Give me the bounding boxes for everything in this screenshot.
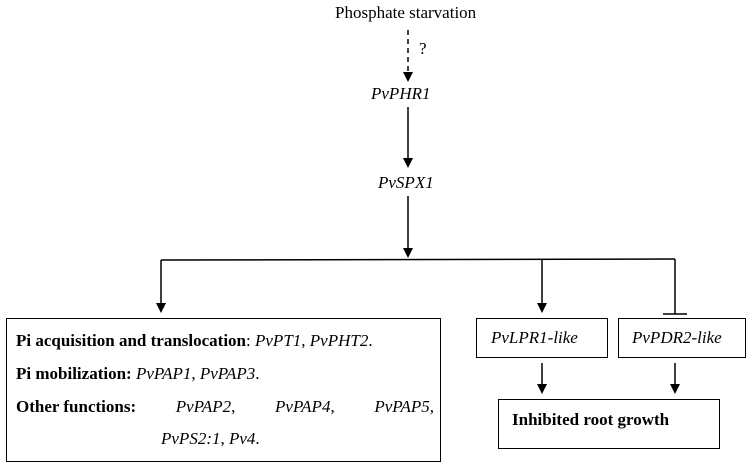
other-comma-2: ,	[330, 397, 335, 416]
other-cont-comma: ,	[220, 429, 229, 448]
gene-lpr1-like: PvLPR1-like	[491, 328, 578, 347]
gene-pt1: PvPT1	[255, 331, 302, 350]
other-label: Other functions:	[16, 397, 137, 416]
branch-line	[160, 258, 676, 261]
acquisition-label: Pi acquisition and translocation	[16, 331, 247, 350]
lpr1-like-box: PvLPR1-like	[476, 318, 608, 358]
other-cont-end: .	[255, 429, 260, 448]
arrowhead-root-right	[670, 384, 680, 394]
other-comma-3: ,	[429, 397, 434, 416]
acquisition-sep: :	[246, 331, 255, 350]
functions-line-other-cont: PvPS2:1, Pv4.	[161, 429, 260, 449]
gene-ps2-1: PvPS2:1	[161, 429, 221, 448]
arrowhead-main-box	[156, 303, 166, 313]
mobilization-label: Pi mobilization:	[16, 364, 132, 383]
signal-label: Phosphate starvation	[335, 3, 477, 22]
functions-line-acquisition: Pi acquisition and translocation: PvPT1,…	[16, 331, 373, 351]
pdr2-like-box: PvPDR2-like	[618, 318, 746, 358]
root-growth-label: Inhibited root growth	[512, 410, 670, 429]
gene-pap2: PvPAP2	[175, 397, 232, 416]
gene-spx1: PvSPX1	[378, 173, 434, 192]
arrowhead-spx1	[403, 158, 413, 168]
gene-pap1: PvPAP1	[135, 364, 192, 383]
gene-pap3: PvPAP3	[199, 364, 256, 383]
acquisition-comma: ,	[301, 331, 310, 350]
dashed-arrowhead	[403, 72, 413, 82]
gene-pv4: Pv4	[228, 429, 256, 448]
question-mark-label: ?	[419, 39, 427, 58]
arrowhead-lpr1	[537, 303, 547, 313]
functions-box: Pi acquisition and translocation: PvPT1,…	[6, 318, 441, 462]
functions-line-mobilization: Pi mobilization: PvPAP1, PvPAP3.	[16, 364, 260, 384]
mobilization-end: .	[255, 364, 260, 383]
gene-phr1: PvPHR1	[371, 84, 431, 103]
gene-pap4: PvPAP4	[275, 397, 331, 416]
arrowhead-root-left	[537, 384, 547, 394]
gene-pht2: PvPHT2	[309, 331, 369, 350]
gene-pdr2-like: PvPDR2-like	[632, 328, 722, 347]
arrowhead-branch	[403, 248, 413, 258]
gene-pap5: PvPAP5	[374, 397, 430, 416]
acquisition-end: .	[368, 331, 373, 350]
mobilization-comma: ,	[191, 364, 200, 383]
functions-line-other: Other functions: PvPAP2, PvPAP4, PvPAP5,	[16, 397, 434, 417]
other-comma-1: ,	[231, 397, 236, 416]
root-growth-box: Inhibited root growth	[498, 399, 720, 449]
